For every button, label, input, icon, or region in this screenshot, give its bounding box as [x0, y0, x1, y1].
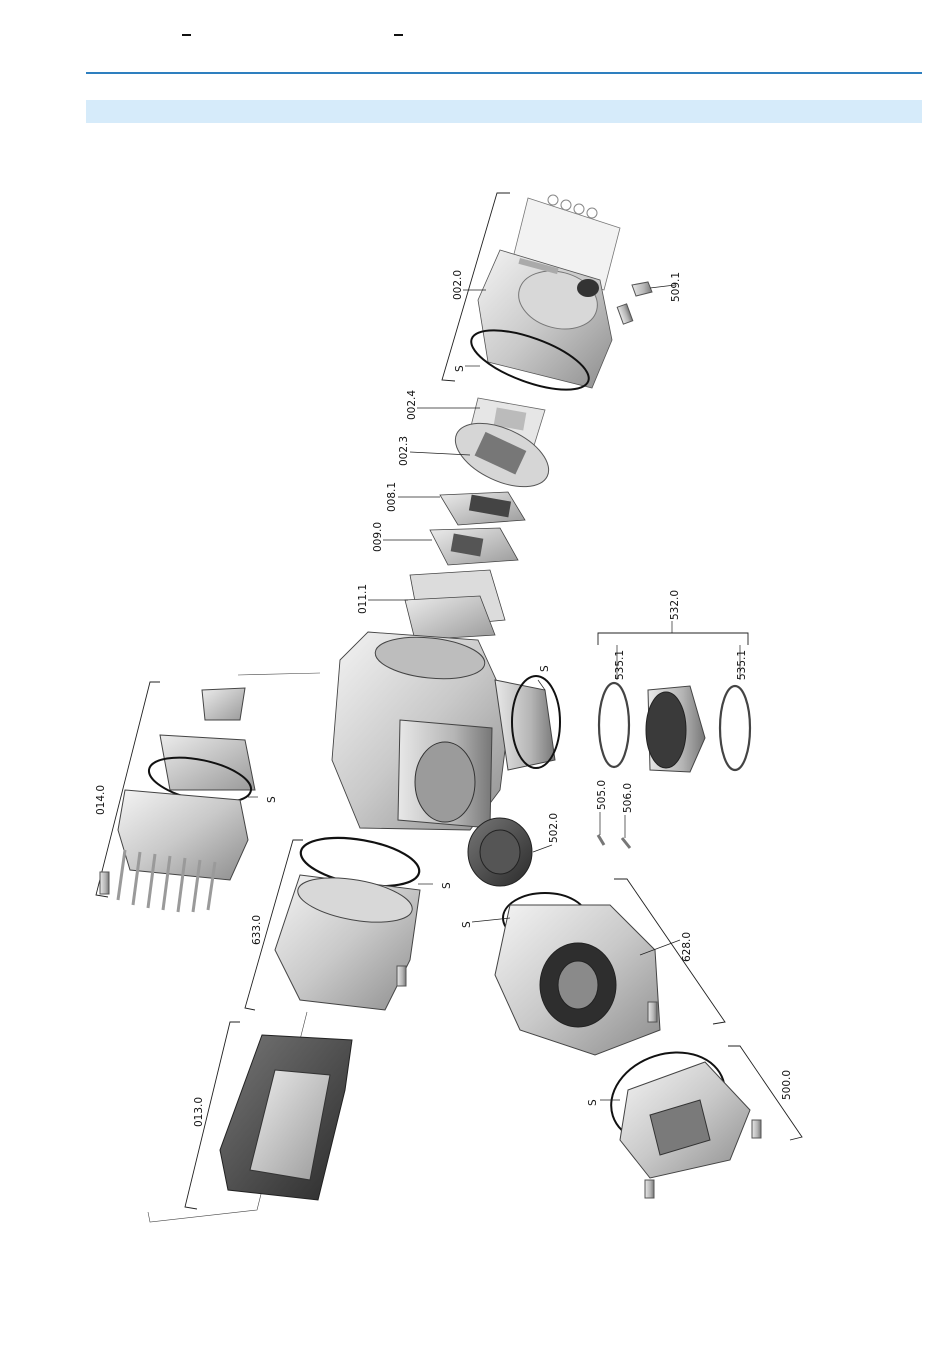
label-002-4: 002.4 [406, 390, 418, 420]
label-628-0: 628.0 [681, 932, 693, 962]
label-002-3: 002.3 [398, 436, 410, 466]
label-011-1: 011.1 [357, 584, 369, 614]
part-628-0-assembly [495, 879, 725, 1055]
label-535-1-right: 535.1 [736, 650, 748, 680]
part-008-1-board [440, 492, 525, 525]
part-633-0-assembly [245, 830, 423, 1010]
part-main-housing [332, 632, 560, 830]
part-013-0-assembly [148, 1012, 352, 1222]
part-009-0-board [430, 528, 518, 565]
label-509-1: 509.1 [670, 272, 682, 302]
label-014-0: 014.0 [95, 785, 107, 815]
part-002-0-cover [442, 193, 620, 402]
label-506-0: 506.0 [622, 783, 634, 813]
label-500-0: 500.0 [781, 1070, 793, 1100]
label-013-0: 013.0 [193, 1097, 205, 1127]
label-008-1: 008.1 [386, 482, 398, 512]
part-500-0-cover [599, 1038, 802, 1198]
part-505-0-pin [598, 835, 604, 845]
part-506-0-pin [622, 838, 630, 848]
label-535-1-left: 535.1 [614, 650, 626, 680]
label-505-0: 505.0 [596, 780, 608, 810]
label-s-housing: S [539, 665, 551, 672]
label-s-014: S [266, 796, 278, 803]
label-s-628: S [461, 921, 473, 928]
label-s-500: S [587, 1099, 599, 1106]
part-011-1-board [405, 570, 505, 640]
label-532-0: 532.0 [669, 590, 681, 620]
label-633-0: 633.0 [251, 915, 263, 945]
part-509-1-key [617, 282, 652, 324]
part-014-0-assembly [96, 673, 320, 912]
label-s-633: S [441, 882, 453, 889]
label-009-0: 009.0 [372, 522, 384, 552]
label-s-top: S [454, 365, 466, 372]
label-002-0: 002.0 [452, 270, 464, 300]
label-502-0: 502.0 [548, 813, 560, 843]
part-502-0-connector [468, 818, 532, 886]
